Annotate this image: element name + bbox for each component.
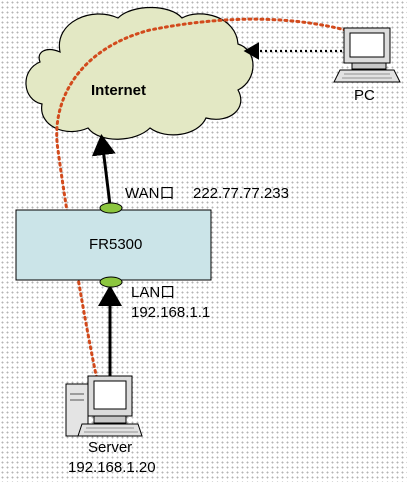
lan-ip: 192.168.1.1: [131, 304, 210, 321]
router-name: FR5300: [89, 236, 142, 253]
pc-label: PC: [354, 87, 375, 104]
cloud-label: Internet: [91, 82, 146, 99]
router-box: [15, 209, 212, 281]
server-ip: 192.168.1.20: [68, 459, 156, 476]
internet-cloud: Internet: [25, 7, 254, 140]
wan-label: WAN口: [125, 185, 174, 202]
wan-port: [99, 202, 123, 214]
lan-label: LAN口: [131, 284, 175, 301]
wan-link: [91, 134, 116, 206]
wan-ip: 222.77.77.233: [193, 185, 289, 202]
router: FR5300: [15, 202, 212, 288]
cloud-shape: [25, 7, 254, 140]
lan-port: [99, 276, 123, 288]
server-label: Server: [88, 439, 132, 456]
server-icon: [65, 375, 143, 437]
pc-icon: [333, 27, 401, 83]
